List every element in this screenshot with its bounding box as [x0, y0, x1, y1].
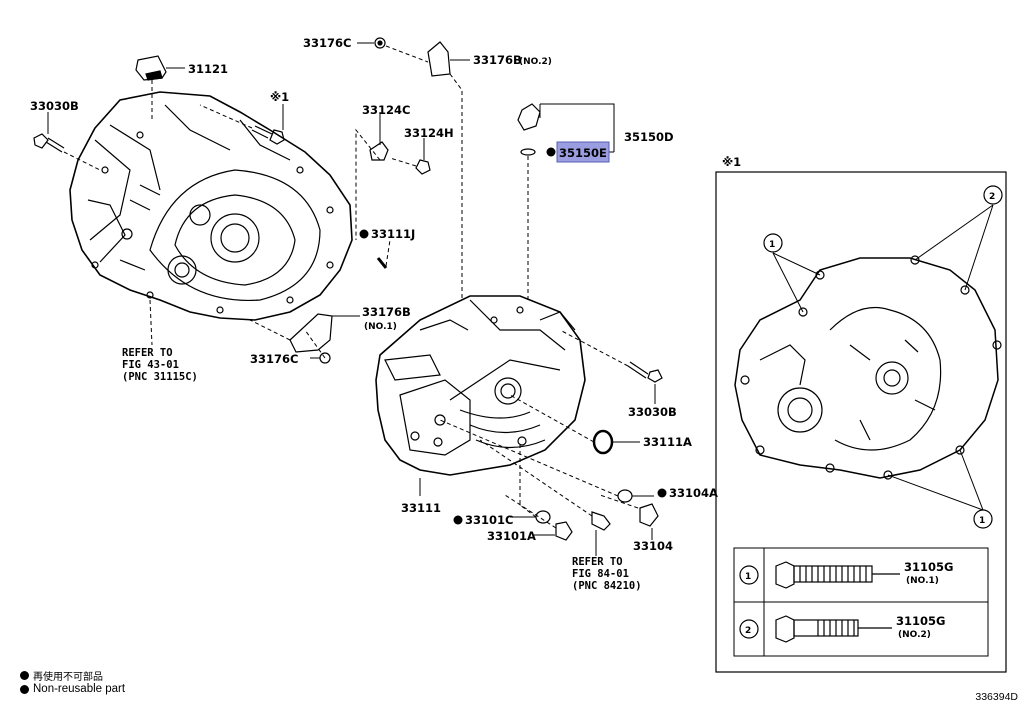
label-33030b-right[interactable]: 33030B — [628, 405, 677, 419]
callout-circle-1-bottom — [973, 509, 993, 529]
label-33111j[interactable]: 33111J — [371, 227, 415, 241]
highlight-35150e — [556, 141, 610, 163]
non-reusable-markers — [359, 147, 667, 525]
bolt-33030b-right — [627, 361, 663, 383]
plug-33101a — [555, 521, 573, 541]
non-reusable-dot-icon — [20, 684, 29, 694]
ref-bottom-line3: (PNC 84210) — [572, 580, 642, 592]
bolt-note-1 — [251, 125, 285, 145]
pin-33111j — [376, 257, 388, 269]
ref-left-line1: REFER TO — [122, 347, 173, 359]
label-33176c-mid[interactable]: 33176C — [250, 352, 298, 366]
label-33111a[interactable]: 33111A — [643, 435, 692, 449]
bracket-33176b-top — [427, 41, 451, 77]
legend-jp: 再使用不可部品 — [20, 668, 103, 683]
label-33111[interactable]: 33111 — [401, 501, 441, 515]
bolt-33124h — [415, 159, 431, 175]
detail-box — [715, 171, 1007, 673]
note-33176b-mid: (NO.1) — [364, 322, 397, 332]
bracket-33124c — [369, 141, 389, 161]
label-33176c-top[interactable]: 33176C — [303, 36, 351, 50]
callout-leaders — [772, 204, 994, 511]
label-35150d[interactable]: 35150D — [624, 130, 674, 144]
legend-jp-text: 再使用不可部品 — [33, 672, 103, 683]
callout-2-text: 2 — [989, 192, 995, 202]
table-row1-index: 1 — [745, 572, 751, 582]
callout-1-top-text: 1 — [769, 240, 775, 250]
label-33030b-left[interactable]: 33030B — [30, 99, 79, 113]
label-33101c[interactable]: 33101C — [465, 513, 513, 527]
callout-1-bottom-text: 1 — [979, 516, 985, 526]
seal-33111a — [592, 429, 614, 455]
leader-lines — [63, 45, 639, 529]
washer-35150e — [520, 148, 536, 156]
label-31121[interactable]: 31121 — [188, 62, 228, 76]
plug-33104 — [639, 503, 659, 527]
transaxle-case-illustration — [69, 91, 353, 321]
ref-left-line3: (PNC 31115C) — [122, 371, 198, 383]
ref-left-line2[interactable]: FIG 43-01 — [122, 359, 179, 371]
figure-number: 336394D — [975, 691, 1018, 703]
label-33104a[interactable]: 33104A — [669, 486, 718, 500]
note-mark-bolt: ※1 — [270, 90, 289, 104]
bracket-33176b-mid — [289, 313, 333, 353]
sensor-35150d — [517, 103, 541, 131]
callout-circle-2 — [983, 185, 1003, 205]
label-33104[interactable]: 33104 — [633, 539, 673, 553]
sensor-84210 — [591, 511, 611, 531]
table-row1-note: (NO.1) — [906, 576, 939, 586]
non-reusable-dot-icon — [20, 671, 29, 680]
ref-bottom-line1: REFER TO — [572, 556, 623, 568]
label-33101a[interactable]: 33101A — [487, 529, 536, 543]
legend-en: Non-reusable part — [20, 683, 125, 695]
table-row2-index: 2 — [745, 626, 751, 636]
label-leaders — [47, 42, 656, 556]
bolt-33176c-top — [374, 37, 386, 49]
table-row2-note: (NO.2) — [898, 630, 931, 640]
bolt-33030b-left — [33, 133, 65, 153]
table-row1-part[interactable]: 31105G — [904, 560, 953, 574]
gasket-33104a — [617, 489, 633, 503]
label-35150e[interactable]: 35150E — [559, 146, 607, 160]
housing-detail-illustration — [734, 255, 1002, 480]
transmission-case-illustration — [375, 295, 586, 476]
note-mark-box: ※1 — [722, 155, 741, 169]
label-33124c[interactable]: 33124C — [362, 103, 410, 117]
label-33124h[interactable]: 33124H — [404, 126, 454, 140]
label-33176b-mid[interactable]: 33176B — [362, 305, 411, 319]
label-33176b-top[interactable]: 33176B — [473, 53, 522, 67]
ref-bottom-line2[interactable]: FIG 84-01 — [572, 568, 629, 580]
callout-circle-1-top — [763, 233, 783, 253]
legend-en-text: Non-reusable part — [33, 683, 126, 695]
bolt-table — [733, 547, 989, 657]
table-row2-part[interactable]: 31105G — [896, 614, 945, 628]
note-33176b-top: (NO.2) — [519, 57, 552, 67]
